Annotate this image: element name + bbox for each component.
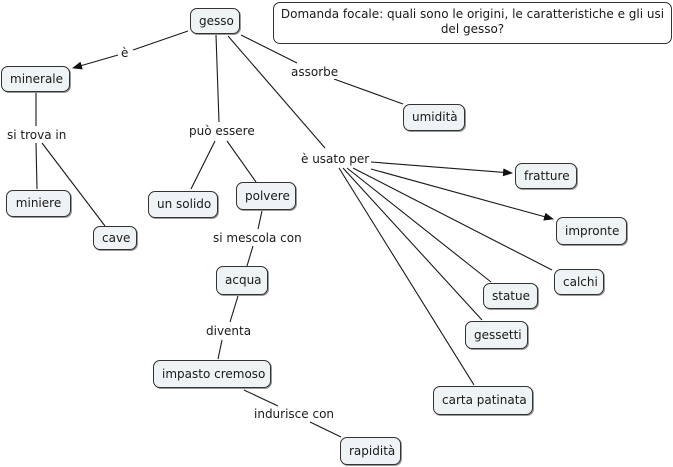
- link-diventa-impasto: [217, 339, 223, 360]
- link-phrase-indurisce-con: indurisce con: [253, 407, 336, 421]
- concept-label: acqua: [225, 273, 262, 287]
- link-sitrovain-cave: [41, 142, 106, 227]
- link-phrase-e-usato-per: è usato per: [300, 152, 371, 166]
- concept-un-solido[interactable]: un solido: [148, 191, 218, 218]
- link-acqua-diventa: [229, 295, 239, 323]
- concept-polvere[interactable]: polvere: [236, 182, 296, 210]
- link-eusatoper-fratture: [370, 161, 513, 177]
- link-puoessere-polvere: [226, 140, 257, 183]
- concept-label: impasto cremoso: [162, 367, 266, 381]
- concept-rapidita[interactable]: rapidità: [340, 437, 401, 465]
- concept-label: gessetti: [474, 328, 522, 342]
- concept-label: umidità: [412, 110, 458, 124]
- link-puoessere-unsolido: [190, 140, 216, 190]
- concept-fratture[interactable]: fratture: [515, 163, 577, 189]
- link-phrase-puo-essere: può essere: [188, 124, 256, 138]
- link-phrase-e: è: [120, 46, 130, 60]
- focus-question: Domanda focale: quali sono le origini, l…: [273, 2, 672, 44]
- link-gesso-assorbe: [240, 34, 298, 64]
- link-indurisce-rapidita: [309, 421, 342, 438]
- concept-label: minerale: [10, 72, 64, 86]
- concept-acqua[interactable]: acqua: [216, 266, 268, 295]
- concept-label: impronte: [565, 224, 620, 238]
- link-simescolacon-acqua: [246, 245, 254, 267]
- concept-statue[interactable]: statue: [483, 283, 538, 309]
- link-gesso-eusatoper: [227, 35, 326, 149]
- focus-question-text: Domanda focale: quali sono le origini, l…: [280, 7, 665, 36]
- link-eusatoper-impronte: [370, 168, 554, 221]
- link-assorbe-umidita: [333, 78, 404, 105]
- concept-label: un solido: [157, 197, 212, 211]
- link-eusatoper-gessetti: [342, 167, 483, 321]
- concept-minerale[interactable]: minerale: [1, 66, 70, 92]
- link-sitrovain-miniere: [35, 142, 38, 190]
- link-gesso-e: [132, 30, 189, 51]
- concept-label: gesso: [199, 14, 234, 28]
- link-phrase-si-mescola-con: si mescola con: [212, 231, 303, 245]
- link-gesso-puoessere: [215, 34, 220, 123]
- concept-umidita[interactable]: umidità: [403, 104, 465, 131]
- concept-label: miniere: [15, 196, 62, 210]
- link-eusatoper-calchi: [352, 167, 553, 271]
- concept-label: fratture: [524, 169, 570, 183]
- concept-label: statue: [492, 289, 531, 303]
- concept-calchi[interactable]: calchi: [554, 269, 604, 295]
- concept-label: rapidità: [349, 444, 396, 458]
- concept-label: cave: [102, 231, 131, 245]
- concept-gesso[interactable]: gesso: [190, 8, 240, 34]
- concept-impronte[interactable]: impronte: [556, 217, 627, 245]
- concept-label: polvere: [245, 189, 290, 203]
- concept-cave[interactable]: cave: [93, 226, 137, 250]
- link-phrase-assorbe: assorbe: [290, 65, 340, 79]
- link-polvere-simescolacon: [257, 210, 263, 230]
- link-impasto-indurisce: [243, 389, 279, 407]
- concept-carta-patinata[interactable]: carta patinata: [433, 386, 533, 415]
- concept-label: carta patinata: [442, 393, 527, 407]
- concept-gessetti[interactable]: gessetti: [465, 321, 528, 349]
- link-phrase-si-trova-in: si trova in: [6, 128, 68, 142]
- link-eusatoper-statue: [346, 167, 492, 283]
- concept-label: calchi: [563, 275, 598, 289]
- link-eusatoper-cartapatinata: [338, 167, 475, 386]
- concept-impasto-cremoso[interactable]: impasto cremoso: [153, 360, 271, 388]
- link-phrase-diventa: diventa: [205, 324, 253, 338]
- concept-miniere[interactable]: miniere: [6, 190, 71, 217]
- link-e-minerale: [72, 54, 119, 70]
